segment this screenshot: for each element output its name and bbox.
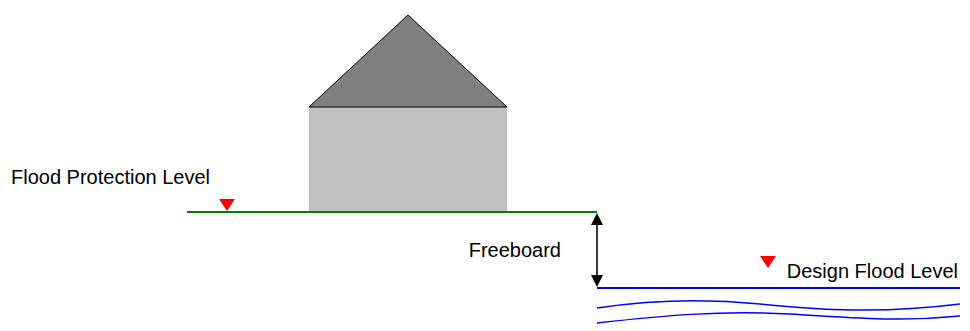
level-marker (760, 256, 776, 268)
dimension-label: Freeboard (469, 238, 561, 262)
house-wall (309, 107, 507, 212)
arrow-head (591, 275, 603, 287)
protection-level-line (187, 211, 597, 213)
level-label: Design Flood Level (787, 259, 958, 283)
house-roof (309, 15, 507, 107)
freeboard-arrow-shaft (596, 222, 598, 278)
water-wave (597, 313, 960, 323)
level-label: Flood Protection Level (11, 165, 210, 189)
level-marker (219, 199, 235, 211)
design-level-line (597, 287, 960, 289)
water-wave (597, 301, 960, 311)
arrow-head (591, 213, 603, 225)
